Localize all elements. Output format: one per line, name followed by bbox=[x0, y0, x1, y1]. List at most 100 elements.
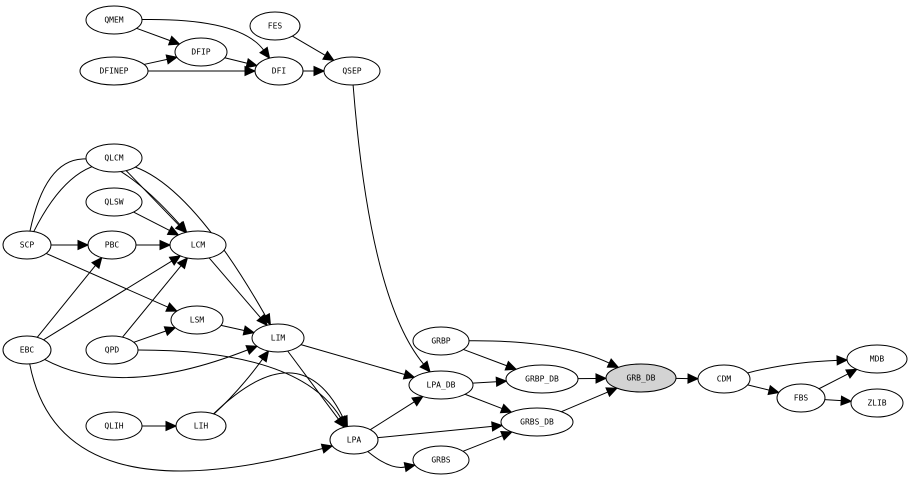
node-shape bbox=[85, 411, 143, 441]
edge-line bbox=[143, 58, 168, 65]
edge-qpd-to-lcm bbox=[122, 257, 189, 338]
node-lim[interactable]: LIM bbox=[251, 323, 305, 353]
edge-line bbox=[141, 19, 265, 51]
arrowhead-icon bbox=[499, 403, 513, 414]
arrowhead-icon bbox=[606, 358, 620, 368]
node-label: CDM bbox=[717, 375, 732, 384]
node-dfinep[interactable]: DFINEP bbox=[79, 56, 149, 86]
edge-scp-to-lsm bbox=[45, 252, 179, 312]
node-zlib[interactable]: ZLIB bbox=[850, 388, 904, 418]
arrowhead-icon bbox=[245, 57, 259, 69]
edge-lih-to-lpa bbox=[213, 372, 348, 428]
arrowhead-icon bbox=[176, 257, 189, 270]
edge-line bbox=[133, 330, 166, 343]
nodes-layer: QMEM FES DFIP DFINEP DFI QSEP QLCM QLSW SCP PBC LC… bbox=[2, 5, 908, 475]
node-qpd[interactable]: QPD bbox=[85, 335, 139, 365]
edge-line bbox=[824, 399, 842, 402]
node-qlsw[interactable]: QLSW bbox=[85, 187, 143, 217]
node-shape bbox=[323, 56, 381, 86]
node-scp[interactable]: SCP bbox=[2, 230, 52, 260]
edge-line bbox=[133, 211, 170, 231]
edge-line bbox=[36, 265, 96, 338]
node-label: GRBP bbox=[431, 337, 450, 346]
arrowhead-icon bbox=[419, 360, 431, 373]
arrowhead-icon bbox=[256, 313, 268, 327]
node-shape bbox=[175, 411, 227, 441]
edge-cdm-to-fbs bbox=[747, 384, 781, 396]
node-lcm[interactable]: LCM bbox=[169, 230, 227, 260]
edge-line bbox=[43, 260, 173, 341]
node-cdm[interactable]: CDM bbox=[697, 364, 751, 394]
node-grbs-db[interactable]: GRBS_DB bbox=[500, 407, 574, 437]
node-shape bbox=[169, 230, 227, 260]
node-pbc[interactable]: PBC bbox=[87, 230, 137, 260]
node-qlih[interactable]: QLIH bbox=[85, 411, 143, 441]
node-label: SCP bbox=[20, 241, 35, 250]
arrowhead-icon bbox=[840, 395, 853, 406]
node-shape bbox=[2, 230, 52, 260]
edge-line bbox=[208, 257, 261, 319]
node-shape bbox=[850, 388, 904, 418]
node-lsm[interactable]: LSM bbox=[170, 305, 224, 335]
edge-lsm-to-lim bbox=[220, 324, 256, 336]
edge-line bbox=[122, 265, 182, 338]
arrowhead-icon bbox=[504, 360, 518, 371]
node-shape bbox=[697, 364, 751, 394]
edge-line bbox=[137, 349, 342, 419]
arrowhead-icon bbox=[500, 430, 513, 441]
edge-fbs-to-zlib bbox=[824, 395, 853, 406]
node-label: LIM bbox=[271, 334, 286, 343]
node-lih[interactable]: LIH bbox=[175, 411, 227, 441]
edge-grb_db-to-cdm bbox=[675, 373, 700, 384]
node-fbs[interactable]: FBS bbox=[776, 383, 826, 413]
node-label: QSEP bbox=[342, 67, 361, 76]
edges-layer bbox=[29, 19, 858, 473]
edge-grbs_db-to-grb_db bbox=[561, 387, 619, 413]
node-qmem[interactable]: QMEM bbox=[85, 5, 143, 35]
node-lpa[interactable]: LPA bbox=[329, 425, 379, 455]
edge-qlsw-to-lcm bbox=[133, 211, 180, 236]
node-qlcm[interactable]: QLCM bbox=[85, 143, 143, 173]
arrowhead-icon bbox=[165, 302, 179, 312]
edge-line bbox=[352, 84, 424, 365]
edge-line bbox=[367, 451, 406, 468]
edge-lcm-to-lim bbox=[208, 257, 268, 327]
edge-dfinep-to-dfip bbox=[143, 54, 179, 65]
edge-scp-to-lcm bbox=[29, 158, 188, 234]
node-mdb[interactable]: MDB bbox=[846, 344, 908, 374]
node-ebc[interactable]: EBC bbox=[2, 335, 52, 365]
node-dfip[interactable]: DFIP bbox=[174, 37, 228, 67]
node-qsep[interactable]: QSEP bbox=[323, 56, 381, 86]
node-shape bbox=[85, 187, 143, 217]
node-lpa-db[interactable]: LPA_DB bbox=[408, 370, 474, 400]
edge-line bbox=[44, 349, 248, 379]
node-label: ZLIB bbox=[867, 399, 886, 408]
node-label: QLCM bbox=[104, 154, 123, 163]
edge-lim-to-lpa_db bbox=[300, 344, 416, 380]
arrowhead-icon bbox=[313, 65, 326, 77]
arrowhead-icon bbox=[163, 326, 177, 337]
edge-line bbox=[818, 373, 849, 390]
node-fes[interactable]: FES bbox=[249, 11, 301, 41]
edge-line bbox=[561, 391, 608, 413]
node-grbp[interactable]: GRBP bbox=[412, 326, 470, 356]
edge-fbs-to-mdb bbox=[818, 368, 858, 390]
node-label: GRB_DB bbox=[627, 374, 656, 383]
node-grbp-db[interactable]: GRBP_DB bbox=[505, 364, 579, 394]
node-label: DFINEP bbox=[100, 67, 129, 76]
edge-ebc-to-pbc bbox=[36, 256, 103, 338]
edge-lih-to-lim bbox=[213, 350, 270, 415]
edge-lim-to-lpa bbox=[287, 350, 346, 429]
arrowhead-icon bbox=[320, 443, 334, 454]
node-grbs[interactable]: GRBS bbox=[412, 445, 470, 475]
edge-lpa-to-grbs_db bbox=[377, 421, 504, 439]
arrowhead-icon bbox=[165, 420, 178, 432]
node-dfi[interactable]: DFI bbox=[254, 56, 304, 86]
arrowhead-icon bbox=[605, 387, 619, 398]
node-grb-db[interactable]: GRB_DB bbox=[605, 363, 677, 393]
arrowhead-icon bbox=[165, 54, 179, 65]
edge-fes-to-qsep bbox=[292, 35, 335, 61]
node-label: QMEM bbox=[104, 16, 123, 25]
edge-line bbox=[747, 384, 770, 391]
